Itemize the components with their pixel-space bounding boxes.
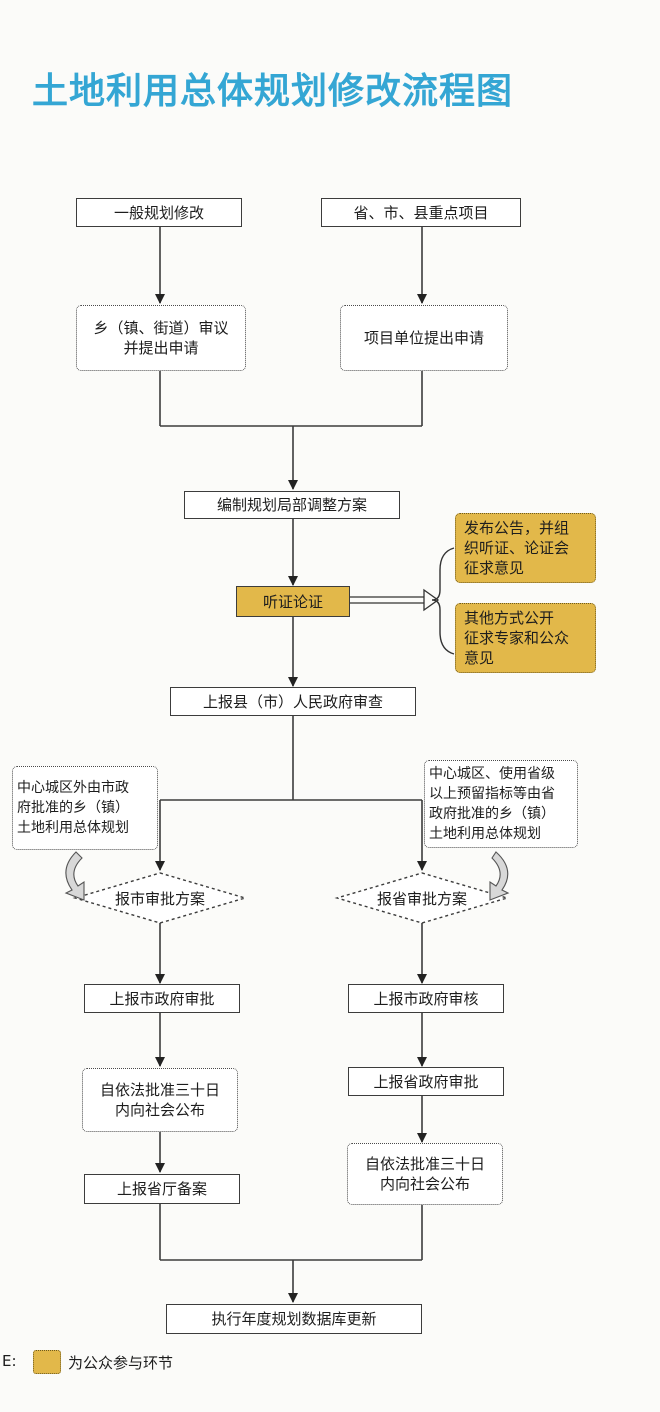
node-publish-30-days-right: 自依法批准三十日 内向社会公布 (347, 1143, 503, 1205)
node-publish-notice: 发布公告，并组 织听证、论证会 征求意见 (455, 513, 596, 583)
label-city-approval-plan: 报市审批方案 (114, 889, 205, 908)
note-province-scope: 中心城区、使用省级 以上预留指标等由省 政府批准的乡（镇） 土地利用总体规划 (424, 760, 578, 848)
node-provincial-filing: 上报省厅备案 (84, 1174, 240, 1204)
legend-swatch (33, 1350, 61, 1374)
note-city-scope: 中心城区外由市政 府批准的乡（镇） 土地利用总体规划 (12, 766, 158, 850)
curved-arrow-left-icon (64, 851, 85, 901)
node-compile-adjustment: 编制规划局部调整方案 (184, 491, 400, 519)
node-province-gov-approval: 上报省政府审批 (348, 1067, 504, 1096)
brace (431, 547, 455, 655)
node-hearing: 听证论证 (236, 586, 350, 617)
node-county-review: 上报县（市）人民政府审查 (170, 687, 416, 716)
node-general-modification: 一般规划修改 (76, 198, 242, 227)
legend-prefix: E: (2, 1352, 17, 1370)
node-township-review: 乡（镇、街道）审议 并提出申请 (76, 305, 246, 371)
diamond-city-approval (72, 872, 248, 924)
label-province-approval-plan: 报省审批方案 (376, 889, 467, 908)
node-publish-30-days-left: 自依法批准三十日 内向社会公布 (82, 1068, 238, 1132)
diamond-province-approval (334, 872, 510, 924)
node-city-gov-review: 上报市政府审核 (348, 984, 504, 1013)
hollow-arrow-head (423, 588, 440, 612)
node-project-unit-apply: 项目单位提出申请 (340, 305, 508, 371)
legend-label: 为公众参与环节 (68, 1354, 174, 1372)
node-database-update: 执行年度规划数据库更新 (166, 1304, 422, 1334)
curved-arrow-right-icon (489, 851, 510, 901)
node-other-methods: 其他方式公开 征求专家和公众 意见 (455, 603, 596, 673)
node-key-projects: 省、市、县重点项目 (321, 198, 521, 227)
node-city-gov-approval: 上报市政府审批 (84, 984, 240, 1013)
page-title: 土地利用总体规划修改流程图 (32, 71, 514, 112)
